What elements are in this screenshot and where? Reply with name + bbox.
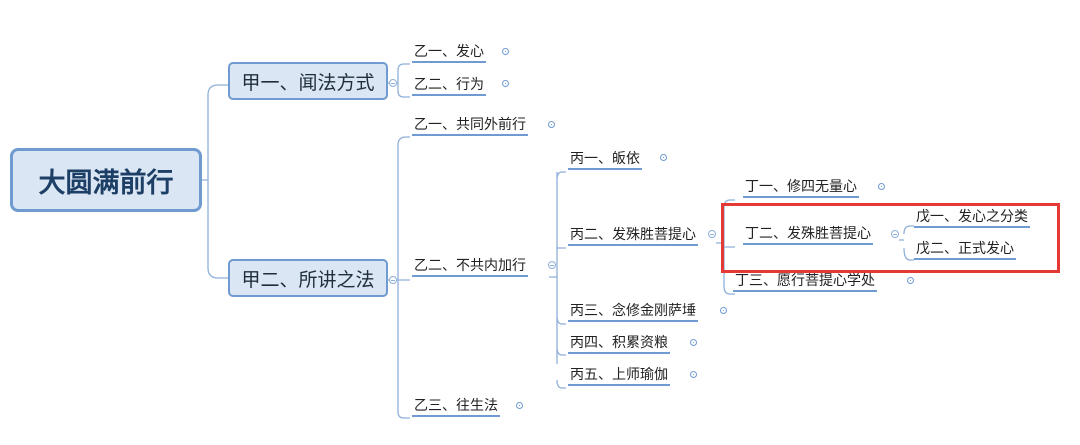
collapse-icon[interactable] (891, 230, 899, 238)
node-yi1-2[interactable]: 乙二、行为 (412, 76, 486, 96)
expand-icon[interactable] (878, 183, 885, 190)
expand-icon[interactable] (690, 339, 697, 346)
node-yi2-1[interactable]: 乙一、共同外前行 (412, 116, 528, 136)
node-yi2-2[interactable]: 乙二、不共内加行 (412, 257, 528, 277)
node-yi1-1[interactable]: 乙一、发心 (412, 43, 486, 63)
expand-icon[interactable] (548, 121, 555, 128)
expand-icon[interactable] (907, 277, 914, 284)
node-ding3[interactable]: 丁三、愿行菩提心学处 (733, 272, 877, 292)
node-bing3[interactable]: 丙三、念修金刚萨埵 (568, 302, 698, 322)
expand-icon[interactable] (502, 80, 509, 87)
expand-icon[interactable] (502, 48, 509, 55)
node-yi2-3[interactable]: 乙三、往生法 (412, 397, 500, 417)
expand-icon[interactable] (690, 371, 697, 378)
highlight-box (721, 203, 1060, 273)
node-bing4[interactable]: 丙四、积累资粮 (568, 334, 670, 354)
root-node[interactable]: 大圆满前行 (10, 148, 202, 212)
node-jia2[interactable]: 甲二、所讲之法 (228, 259, 388, 297)
node-ding2[interactable]: 丁二、发殊胜菩提心 (743, 225, 873, 245)
node-bing1[interactable]: 丙一、皈依 (568, 150, 642, 170)
expand-icon[interactable] (660, 154, 667, 161)
node-jia1[interactable]: 甲一、闻法方式 (228, 62, 388, 100)
node-bing2[interactable]: 丙二、发殊胜菩提心 (568, 226, 698, 246)
node-jia1-label: 甲一、闻法方式 (241, 71, 375, 94)
collapse-icon[interactable] (389, 79, 397, 87)
root-label: 大圆满前行 (38, 167, 174, 199)
collapse-icon[interactable] (708, 230, 716, 238)
node-jia2-label: 甲二、所讲之法 (241, 268, 375, 291)
expand-icon[interactable] (720, 307, 727, 314)
node-wu1[interactable]: 戊一、发心之分类 (914, 208, 1030, 228)
collapse-icon[interactable] (389, 276, 397, 284)
collapse-icon[interactable] (548, 261, 556, 269)
node-wu2[interactable]: 戊二、正式发心 (914, 240, 1016, 260)
node-bing5[interactable]: 丙五、上师瑜伽 (568, 366, 670, 386)
node-ding1[interactable]: 丁一、修四无量心 (743, 178, 859, 198)
expand-icon[interactable] (516, 402, 523, 409)
